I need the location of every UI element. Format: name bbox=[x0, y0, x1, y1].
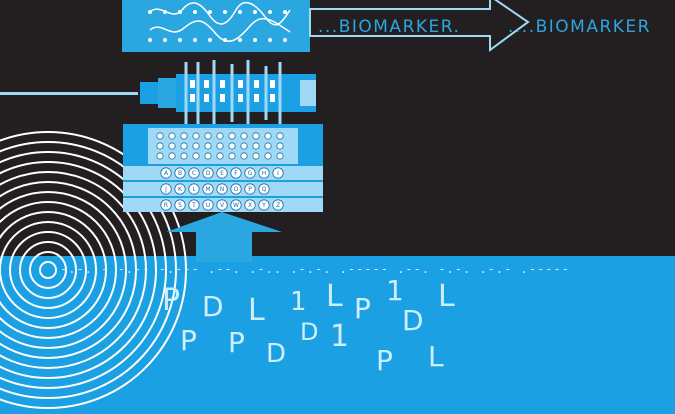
key-label-e: E bbox=[220, 170, 224, 177]
key-k bbox=[174, 183, 186, 195]
glyph-13: P bbox=[376, 344, 393, 377]
key-label-j: J bbox=[164, 186, 167, 193]
key-label-c: C bbox=[192, 170, 196, 177]
morse-code: -.-..- -.-- -.--- .--. .-.. .-.-. .-----… bbox=[60, 262, 570, 276]
key-label-p: P bbox=[248, 186, 252, 193]
sequence-panel bbox=[122, 0, 310, 52]
glyph-4: L bbox=[326, 279, 343, 314]
key-y bbox=[258, 199, 270, 211]
glyph-0: P bbox=[162, 283, 180, 318]
key-label-k: K bbox=[178, 186, 183, 193]
key-label-y: Y bbox=[261, 202, 266, 209]
key-label-i: I bbox=[277, 170, 279, 177]
lower-blue-field bbox=[0, 256, 675, 414]
key-label-w: W bbox=[233, 202, 239, 209]
biomarker-label-1: ...BIOMARKER. bbox=[318, 17, 460, 37]
glyph-1: D bbox=[202, 290, 224, 323]
key-h bbox=[258, 167, 270, 179]
key-o bbox=[230, 183, 242, 195]
key-q bbox=[258, 183, 270, 195]
key-t bbox=[188, 199, 200, 211]
rotor-assembly bbox=[140, 60, 316, 126]
glyph-10: 1 bbox=[330, 319, 349, 354]
glyph-8: P bbox=[228, 326, 245, 359]
key-label-b: B bbox=[178, 170, 182, 177]
biomarker-label-2: ....BIOMARKER bbox=[508, 17, 651, 37]
key-m bbox=[202, 183, 214, 195]
key-label-d: D bbox=[206, 170, 211, 177]
key-f bbox=[230, 167, 242, 179]
key-x bbox=[244, 199, 256, 211]
key-e bbox=[216, 167, 228, 179]
key-a bbox=[160, 167, 172, 179]
glyph-14: L bbox=[428, 340, 444, 373]
ripple-rings bbox=[0, 131, 187, 409]
key-label-q: Q bbox=[262, 186, 267, 193]
glyph-9: D bbox=[266, 339, 286, 369]
key-label-l: L bbox=[192, 186, 196, 193]
key-label-n: N bbox=[220, 186, 225, 193]
key-label-u: U bbox=[206, 202, 210, 209]
glyph-11: P bbox=[354, 292, 371, 325]
key-label-o: O bbox=[234, 186, 239, 193]
glyph-15: D bbox=[300, 318, 318, 346]
glyph-2: L bbox=[248, 293, 265, 328]
key-s bbox=[174, 199, 186, 211]
glyph-5: 1 bbox=[386, 274, 404, 307]
glyph-7: P bbox=[180, 324, 197, 357]
key-p bbox=[244, 183, 256, 195]
key-g bbox=[244, 167, 256, 179]
key-label-a: A bbox=[164, 170, 169, 177]
key-label-f: F bbox=[234, 170, 238, 177]
key-label-m: M bbox=[205, 186, 210, 193]
key-label-g: G bbox=[248, 170, 253, 177]
right-arrow bbox=[309, 0, 530, 52]
glyph-6: L bbox=[438, 279, 455, 314]
key-label-r: R bbox=[164, 202, 168, 209]
key-label-t: T bbox=[191, 202, 196, 209]
signal-line bbox=[0, 92, 138, 95]
glyph-3: 1 bbox=[290, 287, 307, 317]
key-label-x: X bbox=[248, 202, 252, 209]
glyph-12: D bbox=[402, 304, 424, 337]
key-u bbox=[202, 199, 214, 211]
key-v bbox=[216, 199, 228, 211]
key-label-z: Z bbox=[276, 202, 280, 209]
key-d bbox=[202, 167, 214, 179]
key-b bbox=[174, 167, 186, 179]
key-c bbox=[188, 167, 200, 179]
key-z bbox=[272, 199, 284, 211]
up-arrow bbox=[166, 212, 282, 262]
key-n bbox=[216, 183, 228, 195]
key-w bbox=[230, 199, 242, 211]
key-i bbox=[272, 167, 284, 179]
key-label-v: V bbox=[220, 202, 225, 209]
key-l bbox=[188, 183, 200, 195]
key-r bbox=[160, 199, 172, 211]
key-label-s: S bbox=[178, 202, 182, 209]
key-j bbox=[160, 183, 172, 195]
key-rows: A B C D E F G H I J K L M N O P Q R S T U V W X Y Z bbox=[160, 167, 284, 211]
key-label-h: H bbox=[262, 170, 267, 177]
